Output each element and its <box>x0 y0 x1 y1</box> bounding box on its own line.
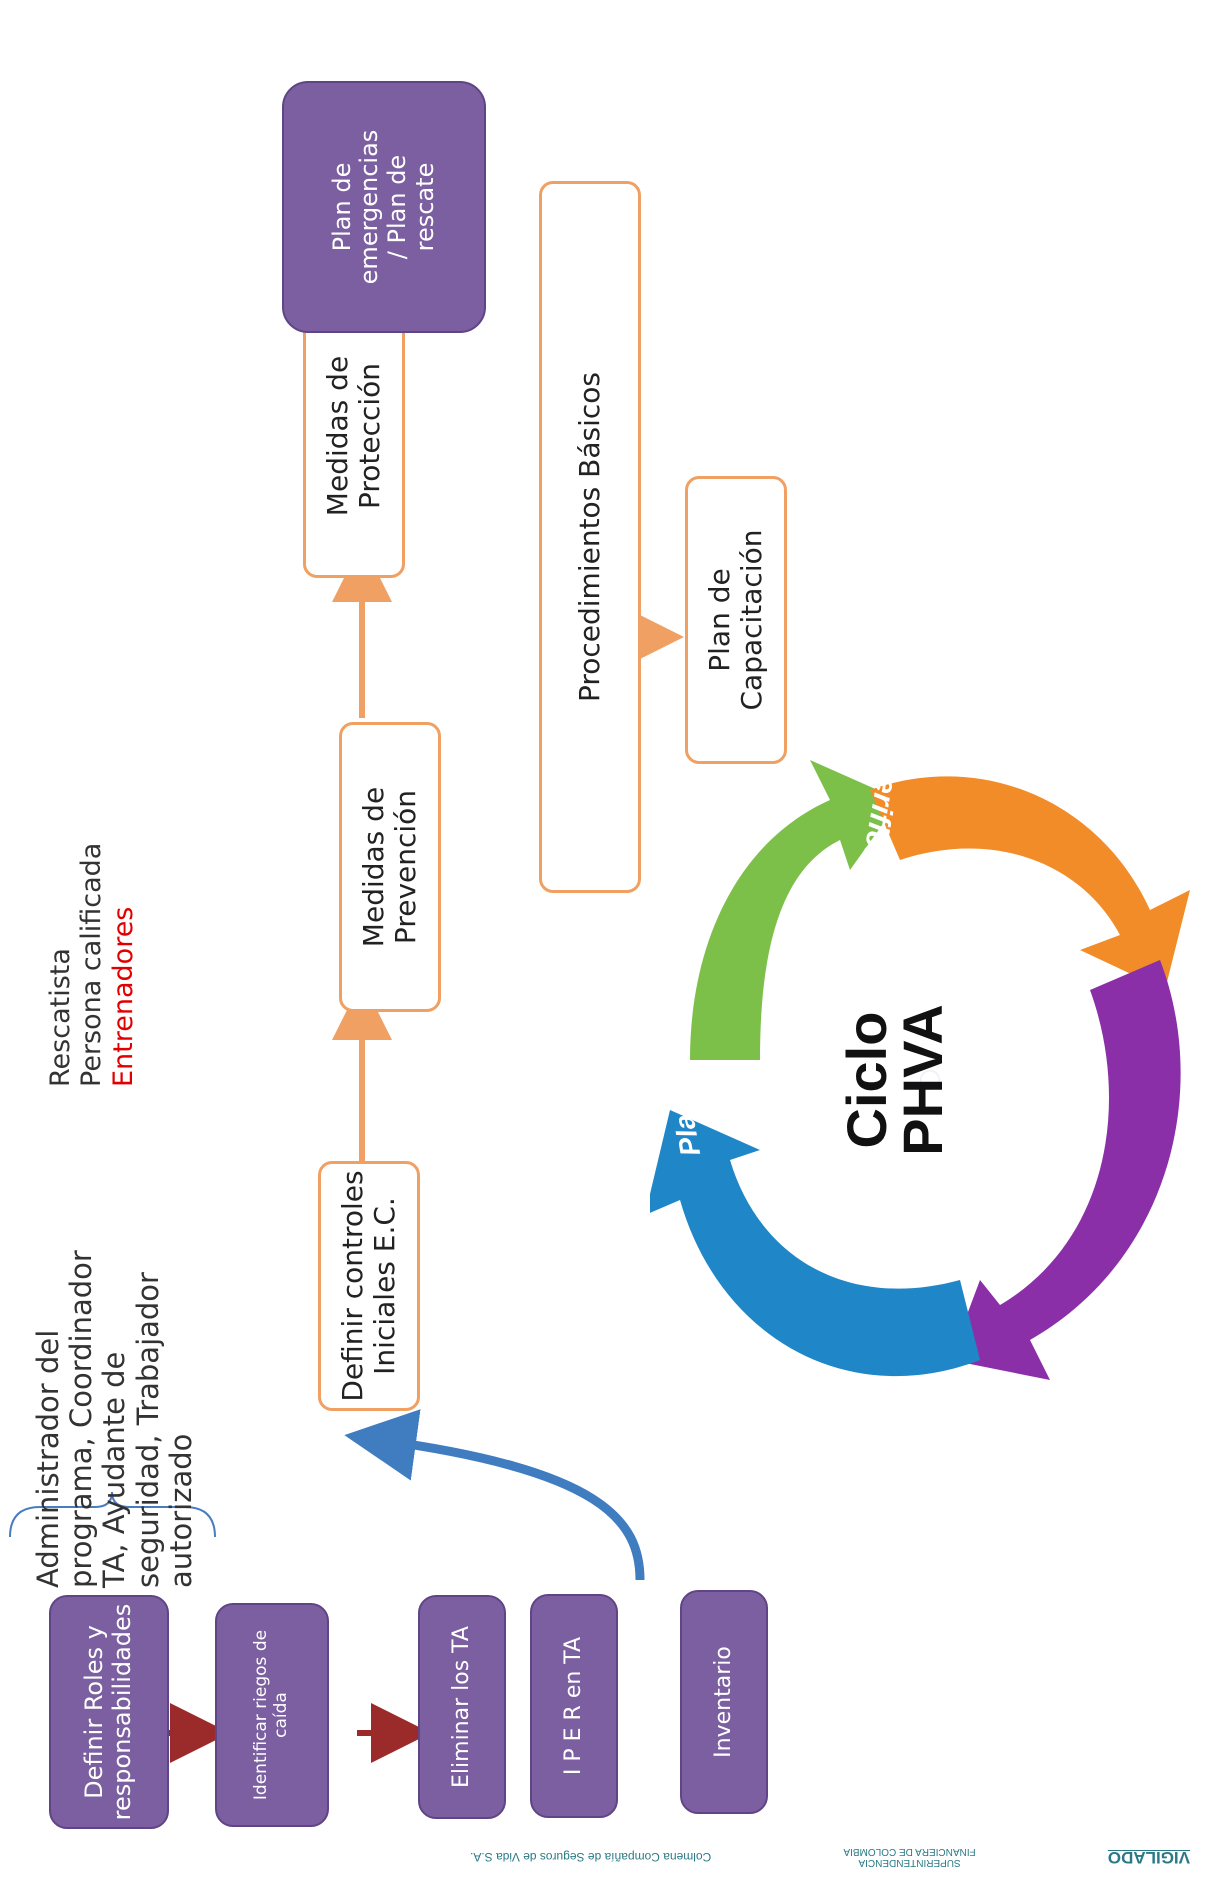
roles-text: Administrador del programa, Coordinador … <box>15 1208 215 1588</box>
box-protection: Medidas de Protección <box>303 294 405 578</box>
cycle-title-line1: Ciclo <box>835 1011 898 1149</box>
box-prevention-label: Medidas de Prevención <box>356 786 422 948</box>
roles-text-content: Administrador del programa, Coordinador … <box>30 1250 199 1588</box>
footer-company: Colmena Compañía de Seguros de Vida S.A. <box>470 1850 712 1864</box>
step-inventory-label: Inventario <box>711 1646 737 1758</box>
step-identify-risks: Identificar riegos de caída <box>215 1603 329 1827</box>
step-iper: I P E R en TA <box>530 1594 618 1818</box>
box-prevention: Medidas de Prevención <box>339 722 441 1012</box>
box-initial-controls-label: Definir controles Iniciales E.C. <box>335 1170 401 1402</box>
roles-list-item-rescatista: Rescatista <box>45 948 77 1087</box>
box-training-label: Plan de Capacitación <box>702 529 768 711</box>
step-eliminate-label: Eliminar los TA <box>449 1626 475 1788</box>
box-protection-label: Medidas de Protección <box>320 355 386 517</box>
phva-cycle: Hacer Verificar Actuar Planear Ciclo PHV… <box>650 756 1210 1420</box>
phva-cycle-graphic <box>650 760 1190 1380</box>
cycle-title: Ciclo PHVA <box>825 985 965 1175</box>
roles-list-item-entrenadores: Entrenadores <box>107 906 139 1087</box>
box-procedures: Procedimientos Básicos <box>539 181 641 893</box>
step-identify-risks-label: Identificar riegos de caída <box>251 1629 291 1801</box>
box-procedures-label: Procedimientos Básicos <box>572 371 606 703</box>
footer-vigilado: VIGILADO <box>1107 1848 1190 1867</box>
box-training: Plan de Capacitación <box>685 476 787 764</box>
hacer-segment <box>690 760 900 1060</box>
step-inventory: Inventario <box>680 1590 768 1814</box>
box-emergency-plan: Plan de emergencias / Plan de rescate <box>282 81 486 333</box>
step-define-roles-label: Definir Roles y responsabilidades <box>80 1603 136 1821</box>
box-emergency-plan-label: Plan de emergencias / Plan de rescate <box>327 129 439 285</box>
cycle-title-line2: PHVA <box>891 1004 954 1156</box>
footer: VIGILADO SUPERINTENDENCIA FINANCIERA DE … <box>470 1840 1190 1874</box>
roles-bracket <box>9 1491 216 1538</box>
footer-superintendencia: SUPERINTENDENCIA FINANCIERA DE COLOMBIA <box>843 1846 976 1868</box>
step-eliminate: Eliminar los TA <box>418 1595 506 1819</box>
roles-list: Rescatista Persona calificada Entrenador… <box>37 827 147 1087</box>
box-initial-controls: Definir controles Iniciales E.C. <box>318 1161 420 1411</box>
roles-list-item-calificada: Persona calificada <box>76 842 108 1087</box>
arrow-iper-to-controls <box>344 1409 645 1581</box>
actuar-segment <box>950 960 1181 1380</box>
step-define-roles: Definir Roles y responsabilidades <box>49 1595 169 1829</box>
step-iper-label: I P E R en TA <box>561 1636 587 1776</box>
planear-segment <box>650 1110 980 1376</box>
verificar-segment <box>870 776 1190 990</box>
